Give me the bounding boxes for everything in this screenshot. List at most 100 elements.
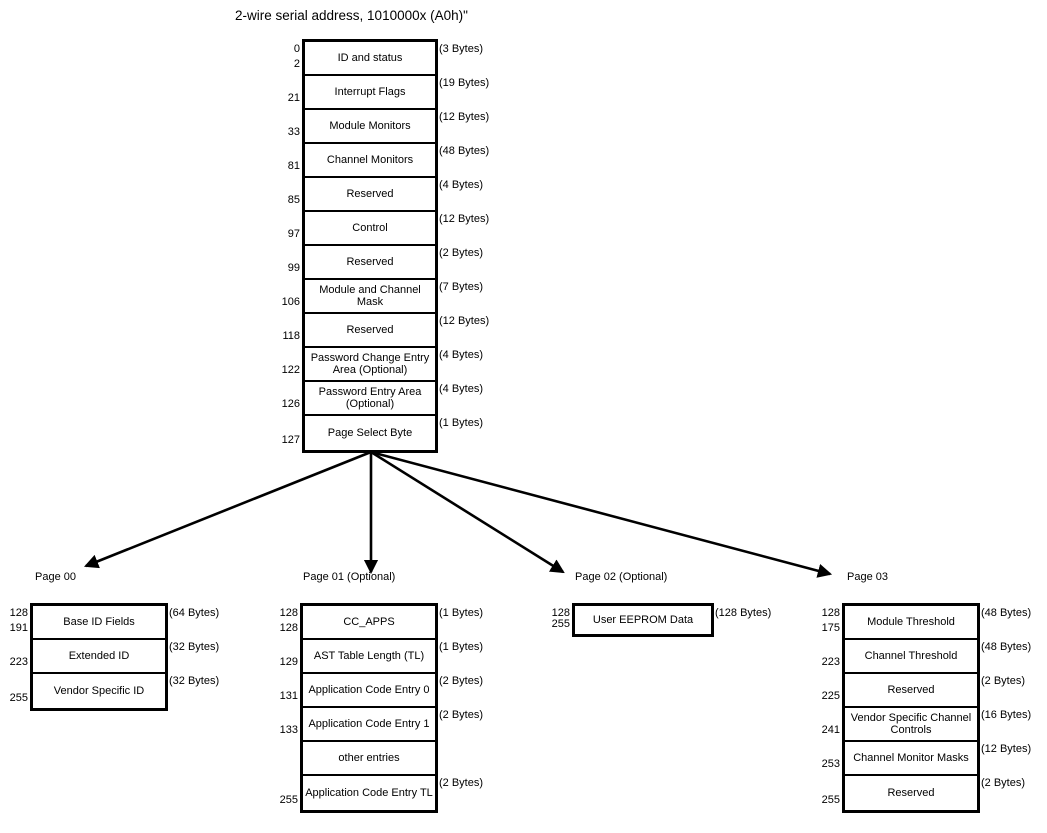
- row-label: Reserved: [346, 324, 394, 336]
- row-byte-count: (19 Bytes): [439, 77, 490, 89]
- row-byte-count: (12 Bytes): [439, 111, 490, 123]
- row-byte-count: (32 Bytes): [169, 675, 220, 687]
- row-label: User EEPROM Data: [592, 614, 694, 626]
- memory-row: 129 AST Table Length (TL) (1 Bytes): [280, 640, 483, 674]
- row-byte-count: (7 Bytes): [439, 281, 484, 293]
- memory-row: 128 255 User EEPROM Data (128 Bytes): [552, 606, 772, 634]
- memory-row: 97 Control (12 Bytes): [288, 212, 489, 246]
- row-end-address: 255: [551, 618, 570, 630]
- row-start-address: 128: [279, 607, 298, 619]
- row-end-address: 191: [9, 622, 28, 634]
- row-end-address: 129: [279, 656, 298, 668]
- main-memory-table: 0 2 ID and status (3 Bytes) 21 Interrupt…: [282, 39, 489, 453]
- row-byte-count: (128 Bytes): [715, 607, 772, 619]
- page-02-table: 128 255 User EEPROM Data (128 Bytes): [552, 603, 772, 637]
- row-label: Page Select Byte: [327, 427, 413, 439]
- page-01-table: 128 128 CC_APPS (1 Bytes) 129 AST Table …: [280, 603, 483, 813]
- arrow-to-page-00: [84, 450, 372, 569]
- row-byte-count: (2 Bytes): [439, 709, 484, 721]
- row-label: Reserved: [887, 787, 935, 799]
- row-end-address: 127: [281, 434, 300, 446]
- arrow-to-page-02: [370, 450, 565, 574]
- row-label: Reserved: [887, 684, 935, 696]
- row-label: Password Change Entry Area (Optional): [310, 352, 430, 376]
- memory-row: 225 Reserved (2 Bytes): [822, 674, 1025, 708]
- memory-row: 255 Application Code Entry TL (2 Bytes): [280, 776, 483, 810]
- row-label: Extended ID: [68, 650, 130, 662]
- row-end-address: 2: [293, 58, 300, 70]
- memory-row: 118 Reserved (12 Bytes): [282, 314, 489, 348]
- row-end-address: 223: [821, 656, 840, 668]
- row-label: Application Code Entry 0: [308, 684, 430, 696]
- row-label: Vendor Specific ID: [53, 685, 145, 697]
- row-byte-count: (32 Bytes): [169, 641, 220, 653]
- row-end-address: 122: [281, 364, 300, 376]
- row-label: Application Code Entry TL: [305, 787, 433, 799]
- row-label: other entries: [338, 752, 400, 764]
- row-end-address: 33: [287, 126, 300, 138]
- arrow-to-page-03: [370, 450, 833, 578]
- memory-row: 126 Password Entry Area (Optional) (4 By…: [282, 382, 483, 416]
- row-end-address: 253: [821, 758, 840, 770]
- row-byte-count: (12 Bytes): [981, 743, 1032, 755]
- row-end-address: 21: [287, 92, 300, 104]
- row-end-address: 255: [9, 692, 28, 704]
- row-end-address: 128: [279, 622, 298, 634]
- memory-row: other entries: [303, 742, 435, 776]
- row-start-address: 128: [551, 607, 570, 619]
- row-byte-count: (4 Bytes): [439, 179, 484, 191]
- memory-row: 131 Application Code Entry 0 (2 Bytes): [280, 674, 483, 708]
- diagram-title: 2-wire serial address, 1010000x (A0h)": [235, 8, 468, 23]
- page-01-label: Page 01 (Optional): [303, 571, 396, 583]
- row-byte-count: (48 Bytes): [981, 607, 1032, 619]
- row-label: Password Entry Area (Optional): [318, 386, 422, 410]
- memory-row: 223 Channel Threshold (48 Bytes): [822, 640, 1031, 674]
- row-byte-count: (2 Bytes): [439, 675, 484, 687]
- row-end-address: 85: [287, 194, 300, 206]
- memory-row: 241 Vendor Specific Channel Controls (16…: [822, 708, 1031, 742]
- memory-row: 99 Reserved (2 Bytes): [288, 246, 483, 280]
- row-label: Reserved: [346, 256, 394, 268]
- row-start-address: 128: [821, 607, 840, 619]
- row-byte-count: (2 Bytes): [439, 777, 484, 789]
- row-label: AST Table Length (TL): [313, 650, 425, 662]
- memory-row: 128 128 CC_APPS (1 Bytes): [280, 606, 483, 640]
- row-end-address: 106: [281, 296, 300, 308]
- row-label: Control: [352, 222, 388, 234]
- row-byte-count: (16 Bytes): [981, 709, 1032, 721]
- row-label: Reserved: [346, 188, 394, 200]
- row-end-address: 118: [282, 330, 300, 342]
- memory-row: 21 Interrupt Flags (19 Bytes): [288, 76, 489, 110]
- row-byte-count: (64 Bytes): [169, 607, 220, 619]
- memory-row: 85 Reserved (4 Bytes): [288, 178, 483, 212]
- row-label: Channel Monitors: [326, 154, 414, 166]
- row-label: Base ID Fields: [63, 616, 135, 628]
- row-end-address: 97: [287, 228, 300, 240]
- row-end-address: 99: [287, 262, 300, 274]
- row-byte-count: (4 Bytes): [439, 349, 484, 361]
- memory-row: 133 Application Code Entry 1 (2 Bytes): [280, 708, 483, 742]
- memory-row: 255 Vendor Specific ID (32 Bytes): [10, 674, 220, 708]
- row-byte-count: (1 Bytes): [439, 641, 484, 653]
- page-03-table: 128 175 Module Threshold (48 Bytes) 223 …: [822, 603, 1031, 813]
- row-byte-count: (12 Bytes): [439, 213, 490, 225]
- row-byte-count: (48 Bytes): [981, 641, 1032, 653]
- row-label: CC_APPS: [343, 616, 395, 628]
- row-end-address: 126: [281, 398, 300, 410]
- row-byte-count: (12 Bytes): [439, 315, 490, 327]
- memory-row: 81 Channel Monitors (48 Bytes): [288, 144, 489, 178]
- row-label: Channel Monitor Masks: [853, 752, 969, 764]
- row-end-address: 223: [9, 656, 28, 668]
- row-byte-count: (48 Bytes): [439, 145, 490, 157]
- memory-row: 255 Reserved (2 Bytes): [822, 776, 1025, 810]
- memory-row: 106 Module and Channel Mask (7 Bytes): [282, 280, 483, 314]
- row-end-address: 131: [279, 690, 298, 702]
- row-byte-count: (2 Bytes): [981, 675, 1026, 687]
- page-03-label: Page 03: [847, 571, 888, 583]
- memory-row: 253 Channel Monitor Masks (12 Bytes): [822, 742, 1031, 776]
- row-start-address: 0: [293, 43, 300, 55]
- row-label: Channel Threshold: [864, 650, 958, 662]
- memory-row: 128 175 Module Threshold (48 Bytes): [822, 606, 1031, 640]
- page-00-table: 128 191 Base ID Fields (64 Bytes) 223 Ex…: [10, 603, 220, 711]
